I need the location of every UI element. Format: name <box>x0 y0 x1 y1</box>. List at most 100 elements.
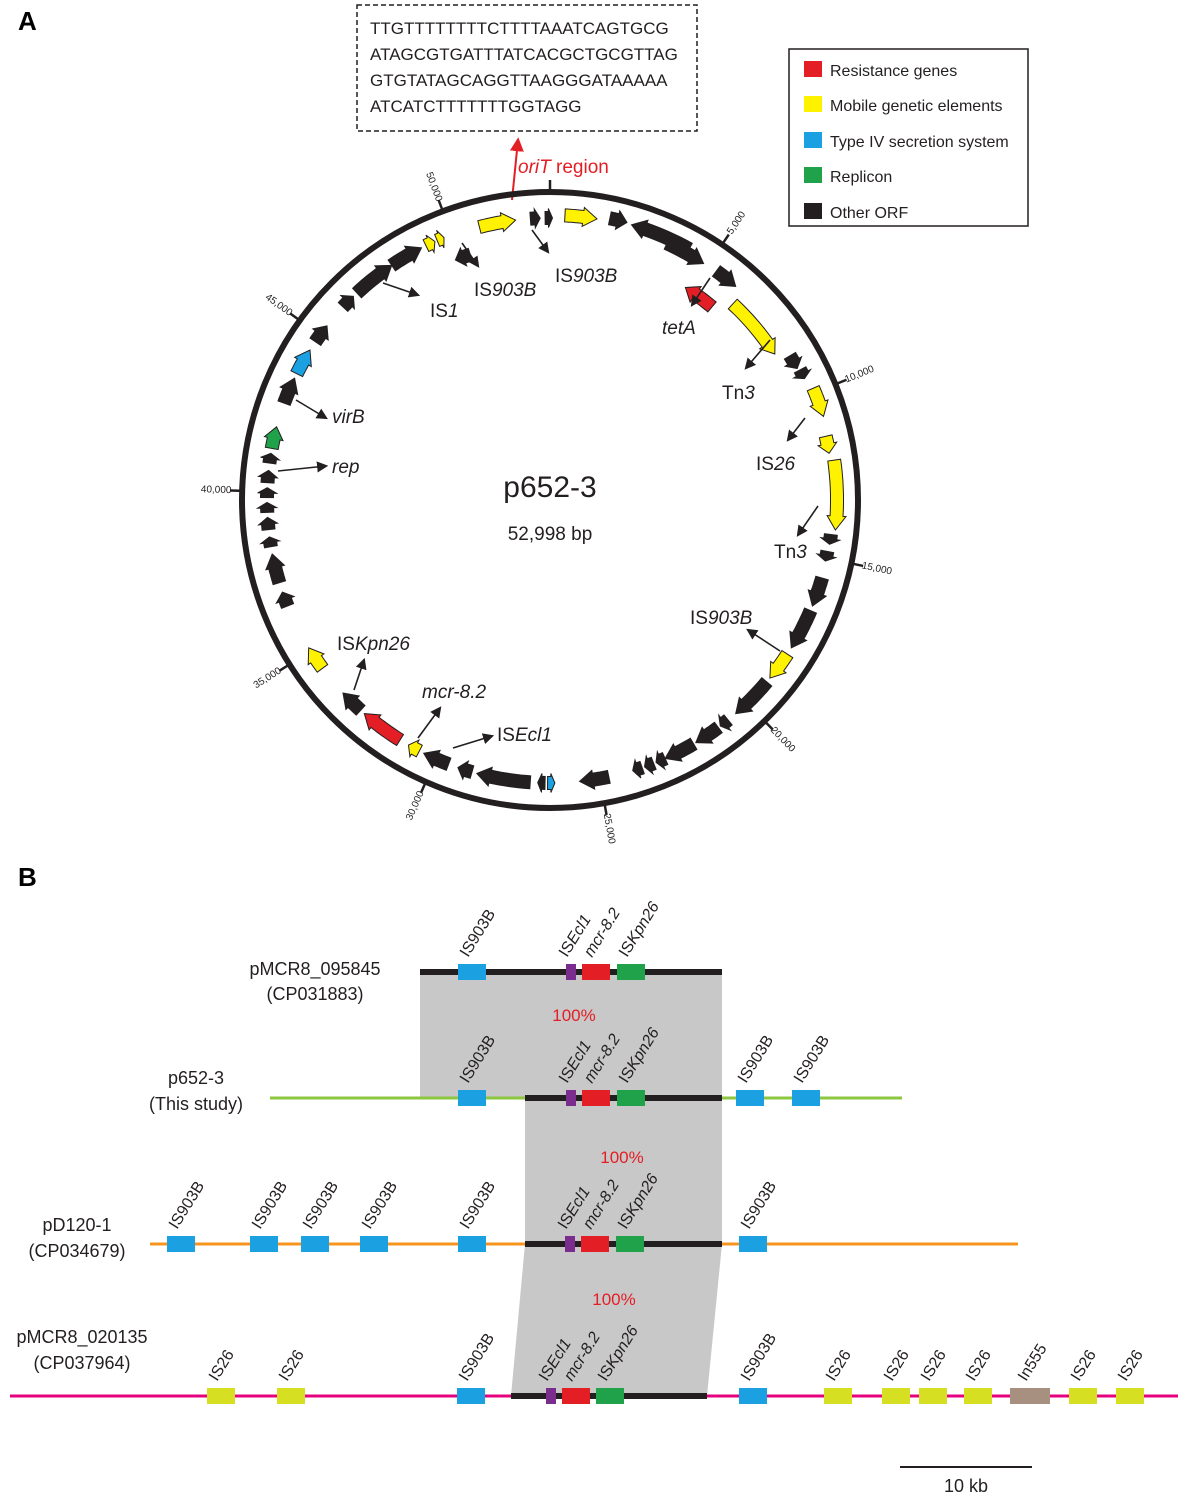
track-4-feature-label: IS26 <box>963 1347 995 1384</box>
plasmid-circular-map: 5,00010,00015,00020,00025,00030,00035,00… <box>201 171 894 846</box>
legend-frame <box>788 48 1029 227</box>
orit-label: oriT region <box>518 157 609 178</box>
track-2-feature-is903b <box>736 1090 764 1106</box>
gene-arrows <box>255 206 847 793</box>
coord-tick <box>833 378 848 387</box>
track-3-feature-label: IS903B <box>300 1179 342 1233</box>
coord-tick-label: 50,000 <box>423 171 444 204</box>
pointer-isecl1 <box>452 733 495 749</box>
orf-arrow <box>711 265 737 287</box>
track-4-feature-label: IS26 <box>206 1347 238 1384</box>
coord-tick-label: 35,000 <box>252 665 284 691</box>
label-iskpn26: ISKpn26 <box>337 634 410 655</box>
homology-block-2 <box>525 1098 722 1244</box>
track-4-feature-label: IS26 <box>823 1347 855 1384</box>
track-2-feature-label: IS903B <box>791 1033 833 1087</box>
track-3-feature-label: IS903B <box>359 1179 401 1233</box>
track-4-feature-is903b <box>739 1388 767 1404</box>
track-4-feature-is26 <box>824 1388 852 1404</box>
legend: Resistance genes Mobile genetic elements… <box>788 48 1029 227</box>
orf-arrow <box>475 766 532 790</box>
track-3-feature-is903b <box>360 1236 388 1252</box>
legend-label-resistance: Resistance genes <box>830 63 957 80</box>
legend-label-replicon: Replicon <box>830 169 892 186</box>
pointer-tn3-a <box>744 339 771 370</box>
orf-arrow <box>607 209 628 231</box>
rep-arrow <box>263 426 284 451</box>
track-2-feature-iskpn26 <box>617 1090 645 1106</box>
orf-arrow <box>815 549 838 562</box>
orf-arrow <box>663 236 705 266</box>
legend-label-mobile: Mobile genetic elements <box>830 98 1003 115</box>
legend-swatch-resistance <box>804 61 822 77</box>
track-4-feature-label: IS26 <box>1068 1347 1100 1384</box>
coord-tick <box>849 561 864 568</box>
coord-tick <box>719 233 730 247</box>
track-4-feature-mcr <box>562 1388 590 1404</box>
scale-bar-label: 10 kb <box>944 1476 988 1496</box>
track-1-feature-label: ISKpn26 <box>616 899 663 960</box>
orf-arrow <box>655 749 669 771</box>
legend-swatch-other <box>804 203 822 219</box>
coord-tick-label: 30,000 <box>404 789 427 822</box>
track-3-feature-label: IS903B <box>166 1179 208 1233</box>
track-3-name: pD120-1 <box>42 1215 111 1235</box>
track-1-sub: (CP031883) <box>266 984 363 1004</box>
coord-tick <box>602 800 608 816</box>
track-3-feature-is903b <box>458 1236 486 1252</box>
orf-arrow <box>819 533 842 545</box>
track-4-feature-in555 <box>1010 1388 1050 1404</box>
coord-tick <box>419 779 428 794</box>
coord-tick-label: 40,000 <box>201 484 232 496</box>
orf-arrow <box>255 501 279 514</box>
coord-tick-label: 20,000 <box>768 725 798 755</box>
orf-arrow <box>257 516 280 531</box>
track-4-feature-is26 <box>919 1388 947 1404</box>
legend-label-other: Other ORF <box>830 205 908 222</box>
pointer-mcr <box>417 706 442 739</box>
label-is903b-b: IS903B <box>555 266 618 287</box>
pointer-iskpn26 <box>353 657 367 691</box>
track-3-feature-label: IS903B <box>249 1179 291 1233</box>
is903b-c-arrow <box>769 649 794 679</box>
orf-arrow <box>351 264 393 299</box>
track-2-feature-label: IS903B <box>735 1033 777 1087</box>
orit-arrow <box>509 137 524 201</box>
orf-arrow <box>791 366 813 380</box>
label-teta: tetA <box>662 318 696 339</box>
orf-arrow <box>783 351 803 370</box>
track-3-feature-is903b <box>167 1236 195 1252</box>
pointer-is903b-b <box>531 229 550 254</box>
track-2-feature-is903b <box>792 1090 820 1106</box>
homology-blocks <box>420 972 722 1396</box>
orf-arrow <box>260 452 282 465</box>
label-virb: virB <box>332 407 365 428</box>
track-4-feature-label: IS26 <box>918 1347 950 1384</box>
identity-label-3: 100% <box>592 1290 635 1309</box>
track-4-feature-is26 <box>964 1388 992 1404</box>
coord-tick-label: 5,000 <box>725 209 748 236</box>
homology-block-1 <box>420 972 722 1098</box>
label-mcr: mcr-8.2 <box>422 682 486 703</box>
track-3-feature-mcr <box>581 1236 609 1252</box>
orit-box-frame <box>356 4 698 132</box>
track-4-feature-label: In555 <box>1015 1341 1051 1384</box>
orf-arrow <box>789 607 818 649</box>
track-4-feature-label: IS26 <box>881 1347 913 1384</box>
track-2-sub: (This study) <box>149 1094 243 1114</box>
coord-tick <box>762 718 774 731</box>
track-4-feature-label: IS26 <box>1115 1347 1147 1384</box>
orf-arrow <box>632 758 645 779</box>
plasmid-size: 52,998 bp <box>508 524 593 545</box>
orf-arrow <box>257 487 279 499</box>
orf-arrow <box>309 325 329 347</box>
track-2-feature-mcr <box>582 1090 610 1106</box>
coord-tick <box>278 662 292 672</box>
tn3-a-arrow <box>727 298 776 355</box>
label-isecl1: ISEcl1 <box>497 725 552 746</box>
virb-arrow <box>290 349 312 378</box>
track-3-feature-label: IS903B <box>457 1179 499 1233</box>
orf-arrow <box>342 692 366 716</box>
label-is1: IS1 <box>430 301 459 322</box>
track-3-feature-is903b <box>739 1236 767 1252</box>
